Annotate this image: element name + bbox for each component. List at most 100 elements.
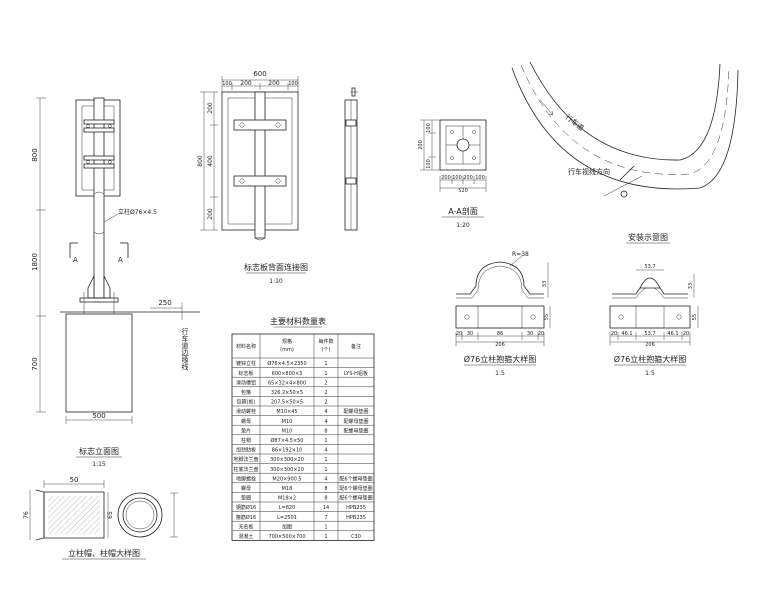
table-header-cell: 材料名称 bbox=[236, 343, 256, 350]
board-total-h: 800 bbox=[197, 155, 204, 167]
table-cell: C30 bbox=[351, 534, 361, 540]
clamp2-total: 206 bbox=[645, 342, 655, 348]
table-cell: M10×45 bbox=[276, 409, 297, 415]
clamp1-dim-5: 20 bbox=[538, 331, 544, 337]
table-cell: 加图 bbox=[282, 523, 292, 530]
foundation bbox=[65, 313, 133, 413]
table-cell: 2 bbox=[324, 380, 327, 386]
clamp-detail-1: R=38 33 55 20 30 86 30 20 206 Ø76立柱抱箍大样图… bbox=[455, 251, 551, 377]
table-cell: 配6个螺母垫圈 bbox=[339, 485, 372, 492]
table-cell: 326.2×50×5 bbox=[271, 390, 303, 396]
board-back-view: 600 100 200 200 100 800 200 400 200 标志板背… bbox=[197, 70, 308, 285]
cap-dim-65: 65 bbox=[107, 511, 114, 519]
aa-bottom-dim-4: 100 bbox=[475, 175, 485, 181]
table-cell: Ø76×4.5×2350 bbox=[267, 360, 306, 367]
table-cell: 镀锌立柱 bbox=[236, 360, 256, 367]
aa-side-dim-1: 200 bbox=[418, 140, 424, 150]
table-cell: 2 bbox=[324, 400, 327, 406]
clamp2-dim-1: 20 bbox=[611, 331, 617, 337]
table-cell: 配6个螺母垫圈 bbox=[339, 475, 372, 482]
table-cell: HPB235 bbox=[346, 515, 366, 521]
dim-700: 700 bbox=[31, 357, 39, 370]
table-cell: M18×2 bbox=[278, 496, 296, 502]
table-cell: M10 bbox=[282, 428, 293, 434]
board-scale: 1:10 bbox=[269, 278, 283, 285]
table-cell: 2 bbox=[324, 390, 327, 396]
table-header-cell: (mm) bbox=[280, 347, 294, 353]
table-cell: 地脚法兰盘 bbox=[233, 456, 258, 463]
table-cell: M18 bbox=[282, 486, 293, 492]
dim-800: 800 bbox=[31, 148, 39, 161]
aa-section: 200 100 100 200 100 200 100 520 A-A剖面 1:… bbox=[418, 119, 487, 229]
table-cell: Ø87×4.5×50 bbox=[271, 437, 304, 444]
board-width-dim: 600 bbox=[253, 70, 266, 78]
pipe-label: 立柱Ø76×4.5 bbox=[118, 208, 157, 216]
clamp1-title: Ø76立柱抱箍大样图 bbox=[464, 354, 536, 364]
table-cell: 地脚螺栓 bbox=[236, 475, 256, 482]
table-cell: 700×500×700 bbox=[268, 534, 305, 540]
table-cell: 7 bbox=[324, 515, 327, 521]
install-diagram: 行车道 行车视线方向 安装示意图 bbox=[511, 61, 739, 244]
lane-edge-label: 行车道边缘线 bbox=[181, 327, 189, 370]
clamp1-dim-2: 30 bbox=[467, 331, 473, 337]
table-cell: L=820 bbox=[279, 505, 296, 511]
table-cell: 滑动槽铝 bbox=[236, 379, 256, 386]
table-cell: 配6个螺母垫圈 bbox=[339, 495, 372, 502]
board-title: 标志板背面连接图 bbox=[244, 262, 308, 272]
table-cell: 1 bbox=[324, 457, 327, 463]
aa-bottom-dim-2: 100 bbox=[452, 175, 462, 181]
table-cell: 钢筋Ø16 bbox=[236, 504, 256, 511]
table-cell: LYS-H铝板 bbox=[344, 370, 368, 377]
install-title: 安装示意图 bbox=[628, 232, 668, 242]
board-side-dim-2: 400 bbox=[207, 155, 214, 167]
view-direction-label: 行车视线方向 bbox=[568, 167, 610, 176]
table-cell: 4 bbox=[324, 419, 327, 425]
table-cell: 包箍 bbox=[241, 389, 251, 396]
table-cell: 1 bbox=[324, 467, 327, 473]
clamp1-height: 33 bbox=[542, 281, 548, 287]
table-cell: 加劲肋板 bbox=[236, 447, 256, 454]
cap-dim-76: 76 bbox=[23, 511, 30, 519]
table-header-cell: 每件数 bbox=[318, 338, 333, 345]
clamp2-dim-2: 46.1 bbox=[621, 331, 632, 337]
table-cell: 包箍(板) bbox=[237, 399, 256, 406]
clamp2-dim-3: 53.7 bbox=[644, 331, 655, 337]
board-side-profile bbox=[344, 87, 358, 231]
table-cell: 8 bbox=[324, 496, 327, 502]
road-label: 行车道 bbox=[564, 112, 586, 132]
table-cell: 8 bbox=[324, 428, 327, 434]
table-cell: M20×900.5 bbox=[272, 476, 301, 482]
clamp2-dim-4: 46.1 bbox=[667, 331, 678, 337]
table-cell: 300×300×20 bbox=[270, 457, 304, 463]
dim-250: 250 bbox=[158, 299, 171, 307]
table-cell: 配螺母垫圈 bbox=[343, 408, 368, 415]
table-cell: 65×32×4×800 bbox=[268, 380, 306, 386]
table-cell: 600×800×3 bbox=[272, 371, 303, 377]
table-cell: 螺母 bbox=[241, 418, 251, 425]
clamp1-total: 206 bbox=[495, 342, 505, 348]
clamp1-scale: 1:5 bbox=[495, 370, 505, 377]
table-title: 主要材料数量表 bbox=[270, 316, 326, 326]
table-cell: 14 bbox=[323, 505, 329, 511]
table-cell: 标志板 bbox=[238, 370, 253, 377]
clamp2-top-width: 53.7 bbox=[644, 264, 655, 270]
table-cell: 1 bbox=[324, 361, 327, 367]
aa-bottom-dim-1: 200 bbox=[441, 175, 451, 181]
table-cell: 滑动螺栓 bbox=[236, 408, 256, 415]
board-side-dim-1: 200 bbox=[207, 102, 214, 114]
clamp1-radius: R=38 bbox=[512, 251, 529, 258]
board-top-dim-4: 100 bbox=[288, 81, 298, 87]
section-mark-left: A bbox=[73, 256, 78, 264]
clamp2-dim-5: 20 bbox=[683, 331, 689, 337]
table-cell: 1 bbox=[324, 534, 327, 540]
table-cell: 8 bbox=[324, 486, 327, 492]
table-cell: HPB235 bbox=[346, 505, 366, 511]
clamp-detail-2: 53.7 33 55 20 46.1 53.7 46.1 20 206 Ø76立… bbox=[609, 264, 699, 377]
section-mark-right: A bbox=[118, 256, 123, 264]
table-cell: 混凝土 bbox=[238, 533, 253, 540]
table-cell: 1 bbox=[324, 371, 327, 377]
table-cell: 1 bbox=[324, 438, 327, 444]
aa-scale: 1:20 bbox=[456, 222, 470, 229]
signpost-scale: 1:15 bbox=[92, 461, 106, 468]
